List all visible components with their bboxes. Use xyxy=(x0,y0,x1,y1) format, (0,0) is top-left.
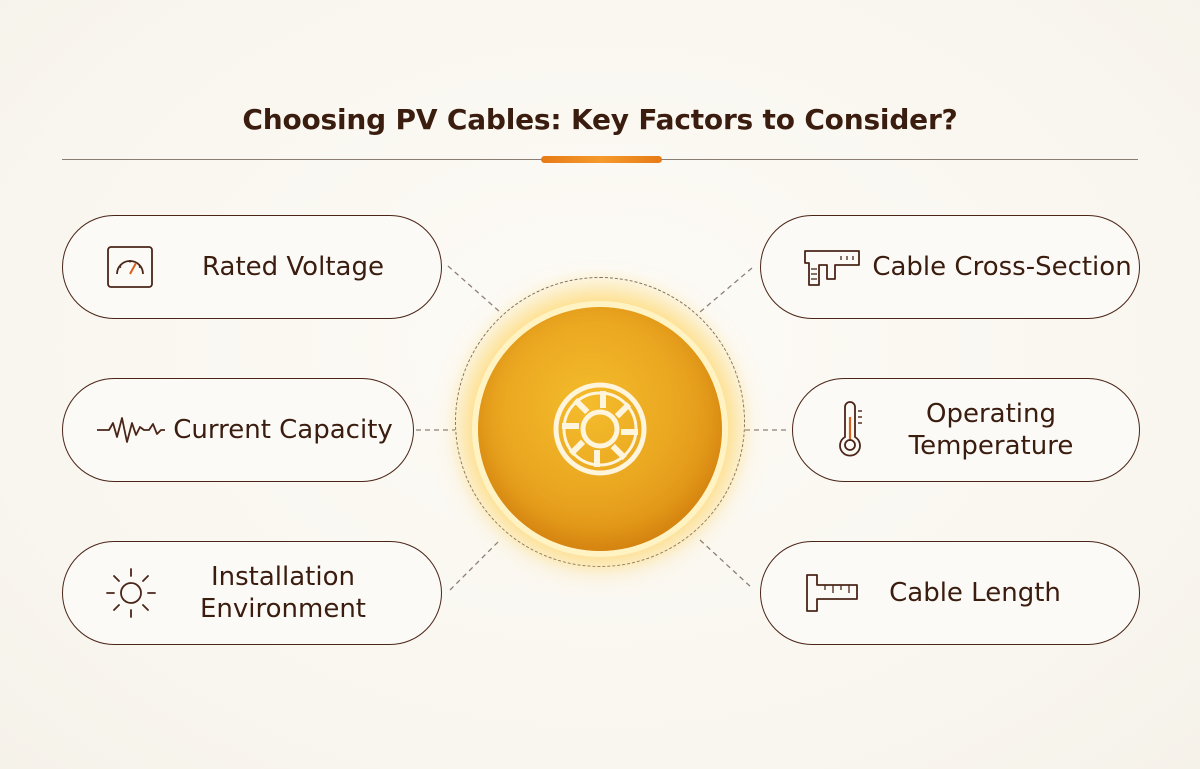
factor-label-line: Environment xyxy=(199,594,367,624)
caliper-icon xyxy=(804,250,860,286)
ruler-icon xyxy=(806,574,858,612)
connector-installation-environment xyxy=(449,539,501,591)
factor-label-line: Installation xyxy=(210,562,355,592)
hub-dashed-ring xyxy=(455,277,745,567)
connector-cable-length xyxy=(699,539,753,589)
factor-label: Current Capacity xyxy=(173,415,393,445)
factor-label: Rated Voltage xyxy=(202,252,384,282)
factor-label: Cable Length xyxy=(889,578,1061,608)
factor-cable-length: Cable Length xyxy=(760,541,1140,645)
factor-label-line: Temperature xyxy=(908,431,1074,461)
factor-rated-voltage: Rated Voltage xyxy=(62,215,442,319)
connector-cable-cross-section xyxy=(699,267,753,313)
factor-label: Installation Environment xyxy=(183,542,383,644)
factor-label: Operating Temperature xyxy=(893,379,1089,481)
hub-circle xyxy=(478,307,722,551)
factor-operating-temperature: Operating Temperature xyxy=(792,378,1140,482)
waveform-icon xyxy=(97,417,165,443)
cable-reel-icon xyxy=(553,382,647,476)
page-title: Choosing PV Cables: Key Factors to Consi… xyxy=(242,103,958,136)
gauge-meter-icon xyxy=(107,246,153,288)
thermometer-icon xyxy=(839,401,862,457)
factor-label: Cable Cross-Section xyxy=(872,252,1132,282)
title-accent-bar xyxy=(541,156,662,163)
factor-current-capacity: Current Capacity xyxy=(62,378,414,482)
connector-rated-voltage xyxy=(447,265,501,313)
sun-icon xyxy=(106,568,156,618)
factor-cable-cross-section: Cable Cross-Section xyxy=(760,215,1140,319)
factor-label-line: Operating xyxy=(926,399,1056,429)
factor-installation-environment: Installation Environment xyxy=(62,541,442,645)
